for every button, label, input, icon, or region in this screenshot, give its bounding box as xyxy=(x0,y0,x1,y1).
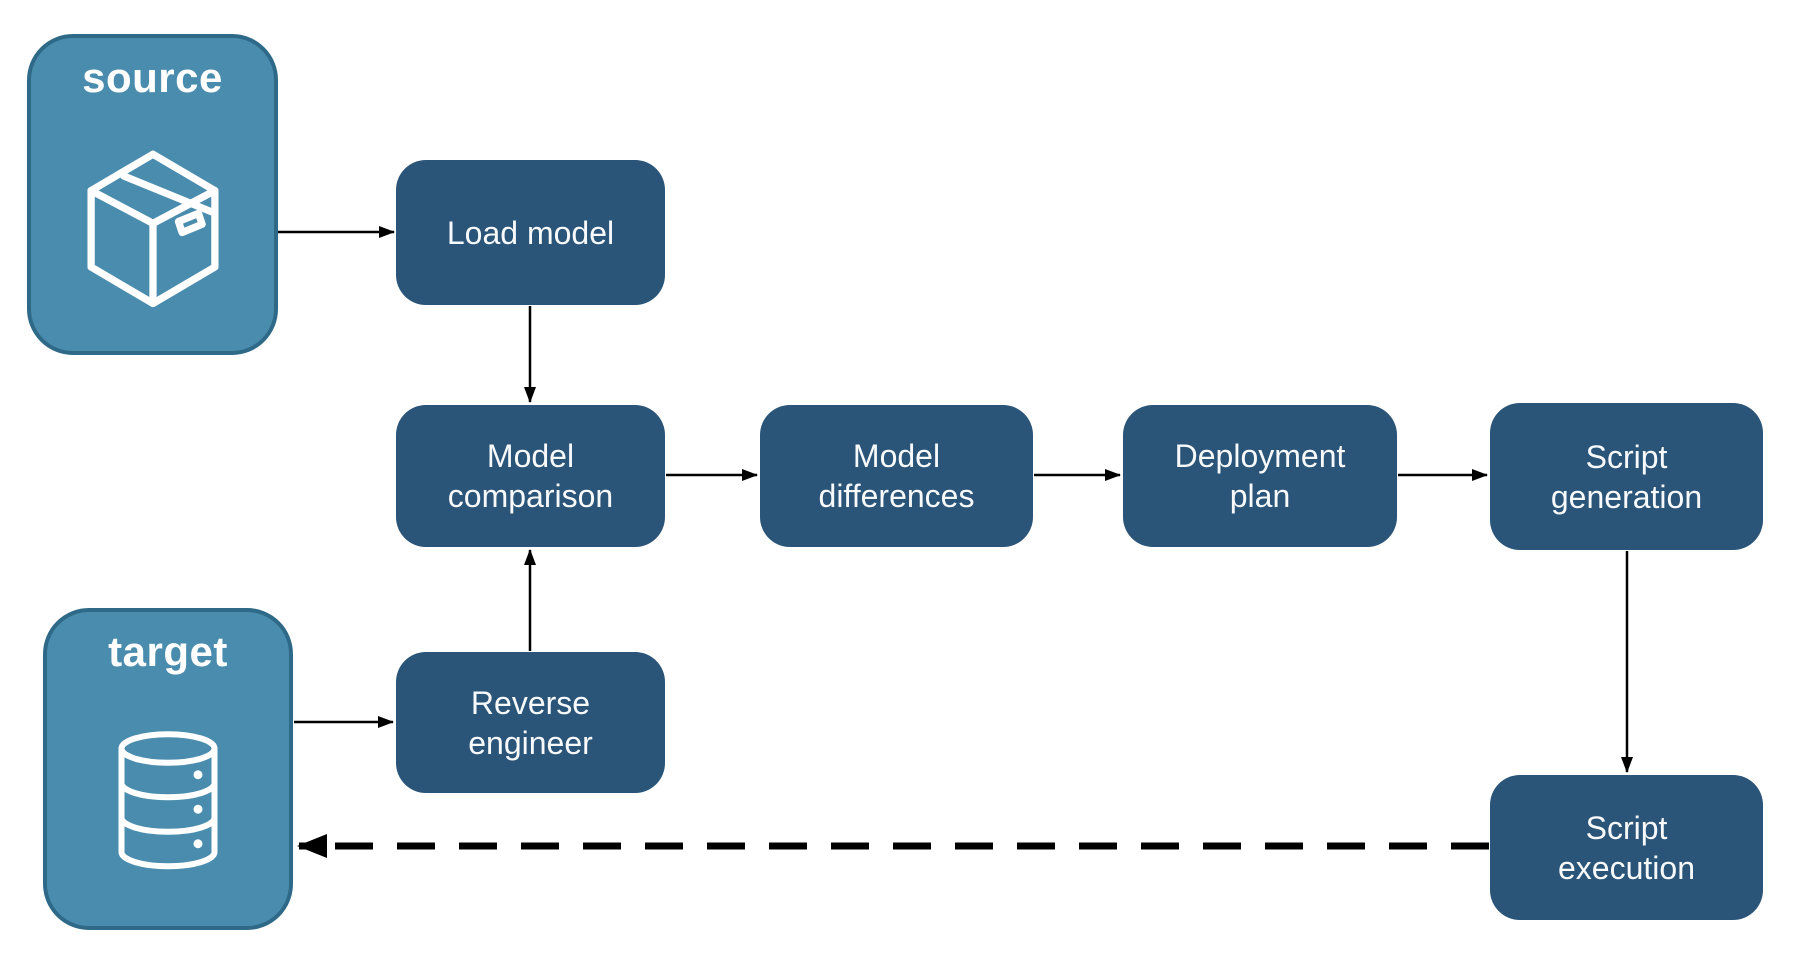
database-icon-svg xyxy=(118,731,218,870)
target-card: target xyxy=(43,608,293,930)
node-model-differences: Model differences xyxy=(760,405,1033,547)
target-card-label: target xyxy=(108,628,228,675)
source-card-label: source xyxy=(82,54,223,101)
package-icon xyxy=(62,102,244,351)
node-label: Reverse engineer xyxy=(468,684,593,761)
source-card: source xyxy=(27,34,278,355)
node-deployment-plan: Deployment plan xyxy=(1123,405,1397,547)
node-model-comparison: Model comparison xyxy=(396,405,665,547)
node-load-model: Load model xyxy=(396,160,665,305)
node-label: Model comparison xyxy=(447,438,614,514)
node-script-execution: Script execution xyxy=(1490,775,1763,920)
node-label: Script execution xyxy=(1558,809,1695,886)
node-label: Load model xyxy=(446,214,615,251)
node-reverse-engineer: Reverse engineer xyxy=(396,652,665,793)
package-icon-svg xyxy=(86,150,219,307)
node-label: Model differences xyxy=(818,438,975,514)
node-label: Script generation xyxy=(1550,438,1703,515)
node-script-generation: Script generation xyxy=(1490,403,1763,550)
database-icon xyxy=(93,676,243,926)
node-label: Deployment plan xyxy=(1174,438,1346,514)
